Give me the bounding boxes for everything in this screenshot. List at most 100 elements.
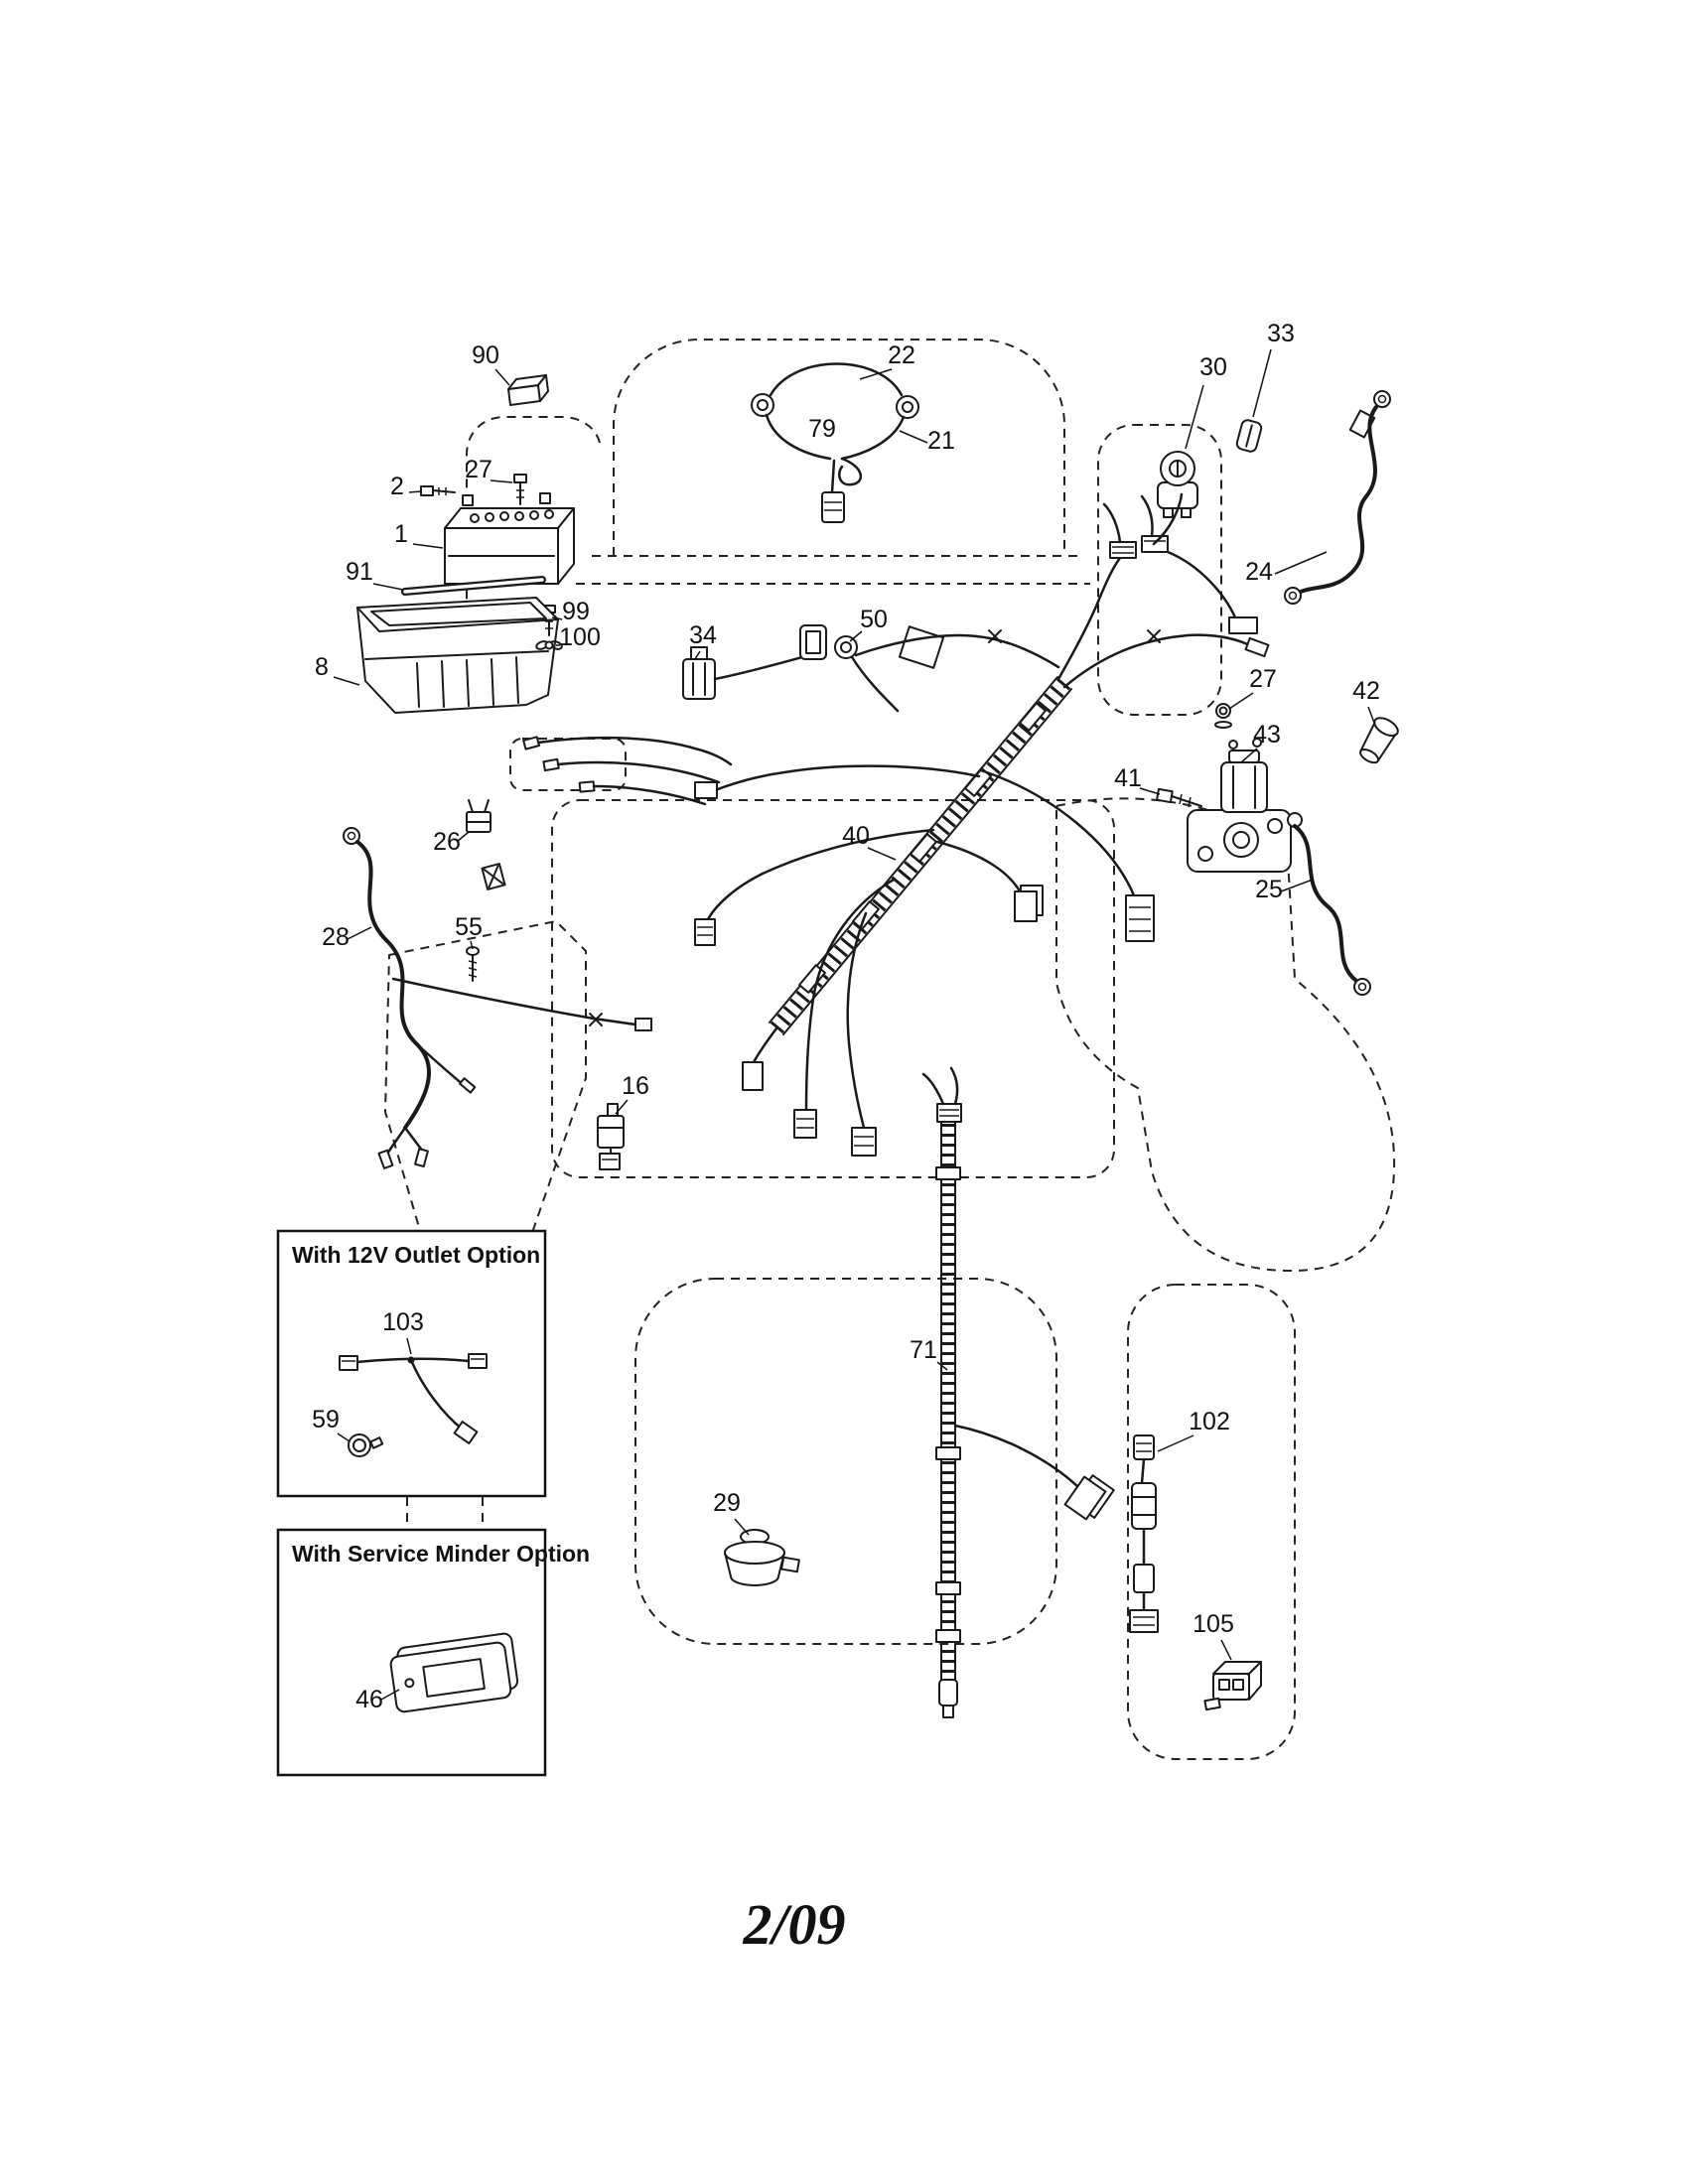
battery-terminal	[539, 492, 551, 504]
callout-leader-21	[899, 430, 928, 444]
part-callout-100: 100	[559, 623, 601, 651]
part-callout-50: 50	[860, 606, 888, 633]
callout-leader-22	[859, 368, 893, 380]
battery-cable-24	[1284, 390, 1391, 605]
switch-105	[1203, 1661, 1262, 1711]
callout-leader-26	[456, 831, 470, 843]
part-callout-102: 102	[1189, 1408, 1230, 1435]
part-callout-16: 16	[622, 1072, 649, 1100]
callout-leader-1	[412, 543, 444, 549]
callout-leader-91	[372, 583, 404, 591]
part-callout-40: 40	[842, 822, 870, 850]
callout-leader-105	[1220, 1639, 1232, 1661]
starter-solenoid	[1187, 738, 1292, 873]
part-callout-59: 59	[312, 1406, 340, 1433]
inline-fuse-102	[1129, 1434, 1159, 1633]
nut-27	[1214, 703, 1232, 729]
part-callout-91: 91	[346, 558, 373, 586]
interlock-switch-34	[682, 646, 826, 700]
switch-50	[799, 624, 900, 713]
part-callout-105: 105	[1193, 1610, 1234, 1638]
callout-leader-29	[734, 1518, 750, 1536]
part-callout-42: 42	[1352, 677, 1380, 705]
clip-connector	[481, 863, 506, 890]
callout-leader-40	[867, 847, 897, 861]
battery-bolt-2	[420, 485, 456, 496]
headlight-harness	[751, 362, 919, 523]
part-callout-99: 99	[562, 598, 590, 625]
callout-leader-34	[694, 650, 701, 660]
battery-strap-91	[401, 576, 546, 596]
callout-leader-43	[1240, 748, 1258, 763]
callout-leader-50	[849, 630, 863, 642]
holddown-bolt-27	[513, 474, 527, 505]
power-outlet-59	[348, 1433, 384, 1457]
part-callout-33: 33	[1267, 320, 1295, 347]
callout-leader-27	[490, 479, 513, 483]
part-callout-21: 21	[927, 427, 955, 455]
plunger-switch-16	[597, 1103, 625, 1170]
battery-terminal	[462, 494, 474, 506]
part-callout-46: 46	[355, 1686, 383, 1713]
callout-leader-30	[1185, 384, 1204, 450]
part-callout-103: 103	[382, 1308, 424, 1336]
part-callout-1: 1	[394, 520, 408, 548]
part-callout-34: 34	[689, 621, 717, 649]
callout-leader-103	[406, 1337, 412, 1355]
clip-90	[507, 374, 549, 406]
wingnut-100	[535, 640, 563, 650]
headlight-connector	[821, 491, 845, 523]
part-callout-29: 29	[713, 1489, 741, 1517]
battery	[444, 492, 575, 585]
footer-date: 2/09	[742, 1892, 845, 1957]
harness-connector	[1109, 541, 1137, 559]
ground-cable-28	[343, 827, 477, 1169]
fuse-26	[466, 799, 491, 833]
callout-leader-24	[1274, 551, 1328, 575]
callout-leader-27	[1228, 692, 1254, 710]
option-box-service-title: With Service Minder Option	[292, 1541, 590, 1567]
callout-leader-8	[333, 676, 360, 686]
main-harness-40	[522, 492, 1270, 1157]
hour-meter-46	[389, 1632, 519, 1713]
part-callout-25: 25	[1255, 876, 1283, 903]
part-callout-24: 24	[1245, 558, 1273, 586]
option-box-12v-title: With 12V Outlet Option	[292, 1242, 540, 1268]
part-callout-27: 27	[1249, 665, 1277, 693]
callout-leader-90	[494, 368, 510, 386]
harness-71	[921, 1066, 1115, 1718]
harness-branch-connector	[1063, 1474, 1115, 1521]
option-box-service-minder: With Service Minder Option	[276, 1528, 590, 1777]
key-cover-33	[1235, 419, 1263, 453]
part-callout-8: 8	[315, 653, 329, 681]
callout-leader-33	[1252, 348, 1272, 418]
callout-leader-59	[337, 1433, 351, 1442]
outlet-harness-103	[339, 1353, 488, 1444]
part-callout-27: 27	[465, 456, 492, 483]
part-callout-41: 41	[1114, 764, 1142, 792]
option-box-12v-outlet: With 12V Outlet Option	[276, 1229, 547, 1498]
mounting-plate	[898, 625, 945, 669]
callout-leader-25	[1280, 879, 1314, 892]
callout-leader-2	[408, 490, 422, 493]
battery-box	[356, 597, 559, 714]
seat-switch-29	[724, 1529, 800, 1586]
screw-55	[466, 946, 480, 982]
callout-leader-28	[347, 926, 372, 940]
ground-cable-25	[1287, 812, 1371, 996]
part-callout-55: 55	[455, 913, 483, 941]
part-callout-26: 26	[433, 828, 461, 856]
part-callout-71: 71	[910, 1336, 937, 1364]
callout-leader-41	[1139, 787, 1161, 795]
callout-leader-55	[470, 940, 474, 950]
bolt-41	[1156, 787, 1202, 808]
terminal-boot-42	[1358, 717, 1399, 764]
callout-leader-46	[380, 1689, 400, 1701]
part-callout-90: 90	[472, 341, 499, 369]
part-callout-43: 43	[1253, 721, 1281, 749]
part-callout-2: 2	[390, 473, 404, 500]
part-callout-28: 28	[322, 923, 350, 951]
